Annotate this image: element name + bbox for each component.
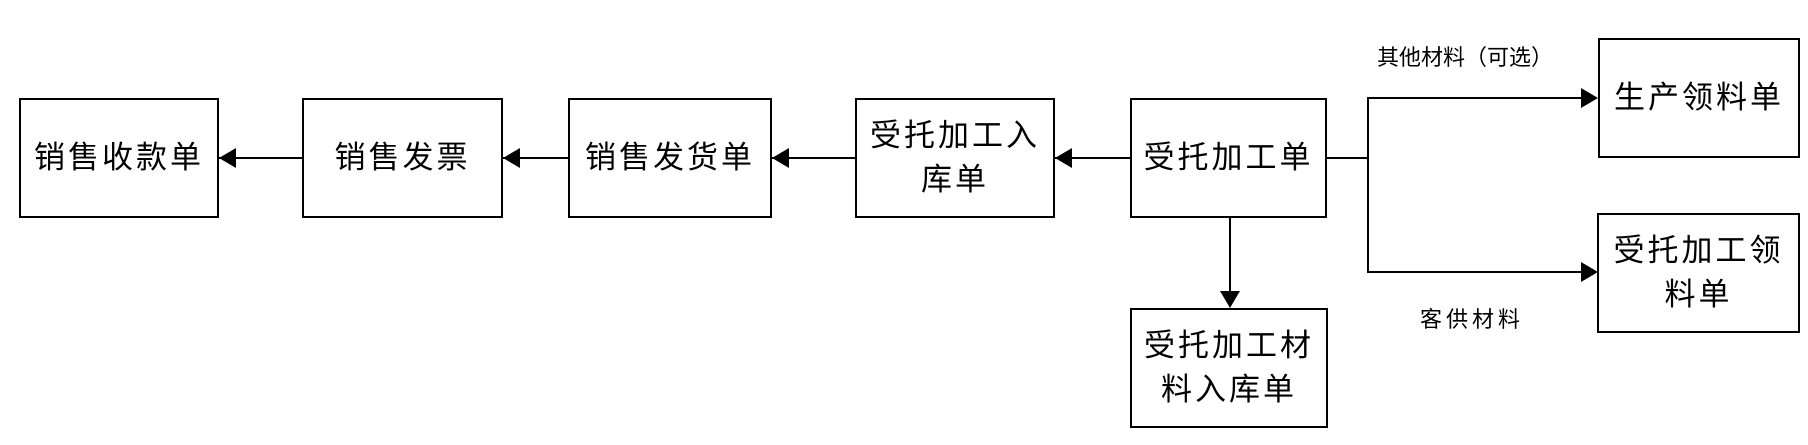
node-consigned-processing-picking-label: 受托加工领 料单: [1613, 232, 1784, 312]
edge-order-to-inbound-line: [1055, 157, 1130, 159]
node-sales-receipt-label: 销售收款单: [34, 139, 204, 175]
arrowhead-left-icon: [1055, 148, 1072, 168]
edge-order-fork-spine-line: [1367, 97, 1369, 273]
node-sales-receipt: 销售收款单: [19, 98, 219, 218]
node-consigned-material-inbound-label: 受托加工材 料入库单: [1144, 327, 1314, 407]
arrowhead-down-icon: [1220, 291, 1240, 308]
arrowhead-right-icon: [1581, 88, 1598, 108]
arrowhead-left-icon: [503, 148, 520, 168]
edge-order-to-material-inbound-line: [1229, 217, 1231, 293]
edge-order-to-consigned-picking-line: [1367, 271, 1582, 273]
node-consigned-processing-inbound: 受托加工入 库单: [855, 98, 1055, 218]
node-production-picking: 生产领料单: [1598, 38, 1800, 158]
node-sales-delivery-label: 销售发货单: [585, 139, 755, 175]
arrowhead-right-icon: [1581, 262, 1598, 282]
node-consigned-material-inbound: 受托加工材 料入库单: [1130, 308, 1328, 428]
edge-label-customer-supplied-materials: 客供材料: [1420, 307, 1525, 332]
node-sales-delivery: 销售发货单: [568, 98, 772, 218]
node-sales-invoice-label: 销售发票: [334, 139, 471, 175]
node-consigned-processing-picking: 受托加工领 料单: [1597, 213, 1800, 333]
edge-order-fork-stub-line: [1327, 157, 1369, 159]
edge-delivery-to-invoice-line: [503, 157, 568, 159]
node-consigned-processing-order: 受托加工单: [1130, 98, 1327, 218]
node-production-picking-label: 生产领料单: [1614, 79, 1784, 115]
arrowhead-left-icon: [219, 148, 236, 168]
edge-order-to-production-picking-line: [1367, 97, 1582, 99]
edge-label-other-materials-optional: 其他材料（可选）: [1377, 45, 1554, 70]
arrowhead-left-icon: [772, 148, 789, 168]
edge-inbound-to-delivery-line: [772, 157, 855, 159]
edge-invoice-to-receipt-line: [219, 157, 302, 159]
node-consigned-processing-order-label: 受托加工单: [1143, 139, 1314, 175]
node-consigned-processing-inbound-label: 受托加工入 库单: [870, 117, 1040, 197]
node-sales-invoice: 销售发票: [302, 98, 503, 218]
